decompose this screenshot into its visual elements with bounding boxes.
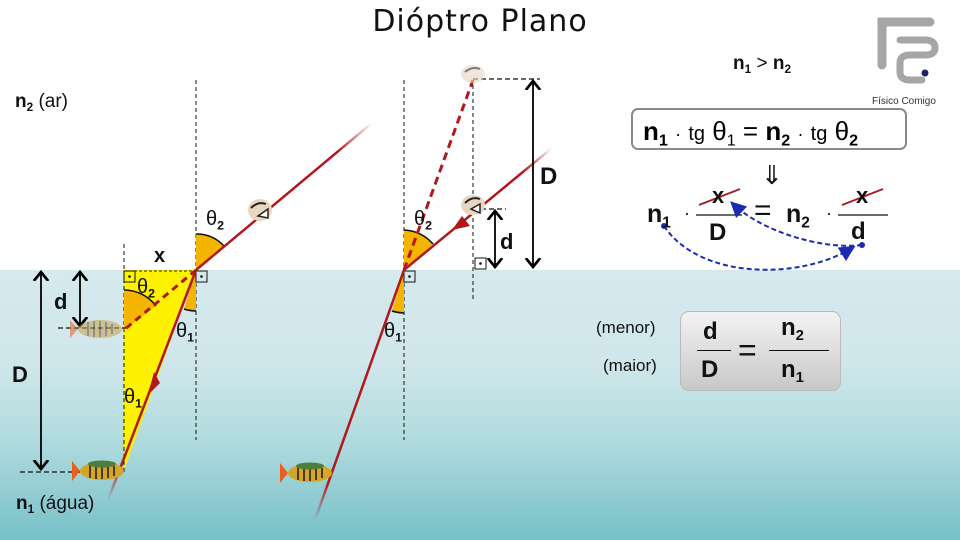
D-label-right: D (540, 163, 558, 190)
sub-lhs-numerator: x (712, 183, 725, 208)
snell-tangent-equation: n1 · tg θ1 = n2 · tg θ2 (631, 108, 907, 150)
theta1-label-right: θ1 (384, 320, 403, 345)
theta2-label-right: θ2 (414, 208, 433, 233)
sub-rhs-numerator: x (856, 183, 869, 208)
result-lhs-numerator: d (703, 318, 718, 345)
virtual-ray-right (402, 79, 475, 271)
theta1-triangle-label: θ1 (124, 386, 143, 411)
result-equals: = (738, 332, 757, 368)
virtual-ray-left (123, 268, 197, 332)
sub-rhs-n: n2 (786, 200, 810, 232)
result-rhs-numerator: n2 (781, 314, 804, 345)
sub-dot: · (826, 203, 832, 223)
angle-theta2-triangle (124, 290, 156, 330)
logo-icon (877, 17, 939, 84)
ray-arrow-right (452, 216, 470, 230)
fraction-bar (697, 350, 731, 351)
sub-lhs-n: n1 (647, 200, 671, 232)
x-label: x (154, 245, 166, 267)
theta2-label-left: θ2 (206, 208, 225, 233)
result-rhs-denominator: n1 (781, 356, 804, 387)
label-maior: (maior) (603, 356, 657, 375)
logo-label: Físico Comigo (872, 96, 936, 107)
theta2-triangle-label: θ2 (137, 276, 156, 301)
eye-icon (248, 199, 272, 221)
ray-air-left (195, 122, 373, 271)
dashed-curve-arrow (663, 225, 856, 271)
strike-line (841, 188, 884, 206)
sub-dot: · (684, 203, 690, 223)
d-label-left: d (54, 289, 68, 314)
eye-image-icon (461, 65, 485, 83)
eye-icon (461, 195, 485, 215)
sub-lhs-denominator: D (709, 219, 727, 246)
medium-bottom-label: n1 (água) (16, 493, 95, 517)
medium-top-label: n2 (ar) (15, 91, 68, 115)
fraction-bar (769, 350, 829, 351)
index-condition: n1 > n2 (733, 53, 791, 77)
D-label-left: D (12, 362, 28, 387)
right-angle-mark (403, 270, 416, 283)
right-angle-mark (474, 257, 487, 270)
ray-arrow-left (148, 372, 160, 395)
sub-equals: = (754, 194, 772, 227)
result-equation-box: d D = n2 n1 (680, 311, 841, 391)
result-lhs-denominator: D (701, 356, 719, 383)
strike-line (698, 188, 741, 206)
fish-image-icon (70, 320, 122, 338)
d-label-right: d (500, 229, 514, 254)
theta1-label-left: θ1 (176, 320, 195, 345)
ray-water-right (313, 269, 406, 521)
angle-theta2-air-right (404, 230, 433, 270)
fish-icon (72, 460, 124, 481)
angle-theta2-air-left (196, 233, 224, 270)
label-menor: (menor) (596, 318, 656, 337)
sub-rhs-denominator: d (851, 218, 866, 245)
equation-text: n1 · tg θ1 = n2 · tg θ2 (643, 116, 859, 150)
implies-arrow: ⇓ (761, 160, 783, 190)
right-angle-mark (123, 270, 136, 283)
fish-icon (280, 462, 332, 483)
right-angle-mark (195, 270, 208, 283)
page-title: Dióptro Plano (372, 4, 588, 39)
